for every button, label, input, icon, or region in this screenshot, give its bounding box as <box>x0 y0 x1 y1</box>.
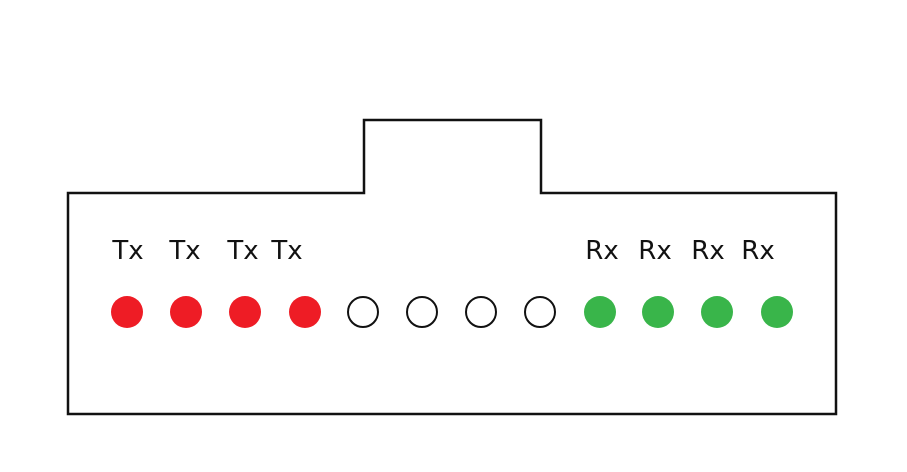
tx-lane-dot <box>111 296 143 328</box>
tx-lane-label: Tx <box>111 236 143 266</box>
rx-lane-label: Rx <box>585 236 618 266</box>
rx-lane-dot <box>642 296 674 328</box>
unused-lane-dot <box>347 296 379 328</box>
rx-lane-label: Rx <box>691 236 724 266</box>
tx-lane-label: Tx <box>226 236 258 266</box>
tx-lane-dot <box>170 296 202 328</box>
rx-lane-label: Rx <box>741 236 774 266</box>
tx-lane-dot <box>289 296 321 328</box>
lane-group: Tx Tx Tx Tx Rx Rx Rx Rx <box>111 236 793 328</box>
unused-lane-dot <box>465 296 497 328</box>
connector-outline <box>66 118 838 416</box>
tx-lane-dot <box>229 296 261 328</box>
rx-lane-label: Rx <box>638 236 671 266</box>
unused-lane-dot <box>406 296 438 328</box>
tx-lane-label: Tx <box>270 236 302 266</box>
rx-lane-dot <box>584 296 616 328</box>
rx-lane-dot <box>761 296 793 328</box>
tx-lane-label: Tx <box>168 236 200 266</box>
rx-lane-dot <box>701 296 733 328</box>
unused-lane-dot <box>524 296 556 328</box>
